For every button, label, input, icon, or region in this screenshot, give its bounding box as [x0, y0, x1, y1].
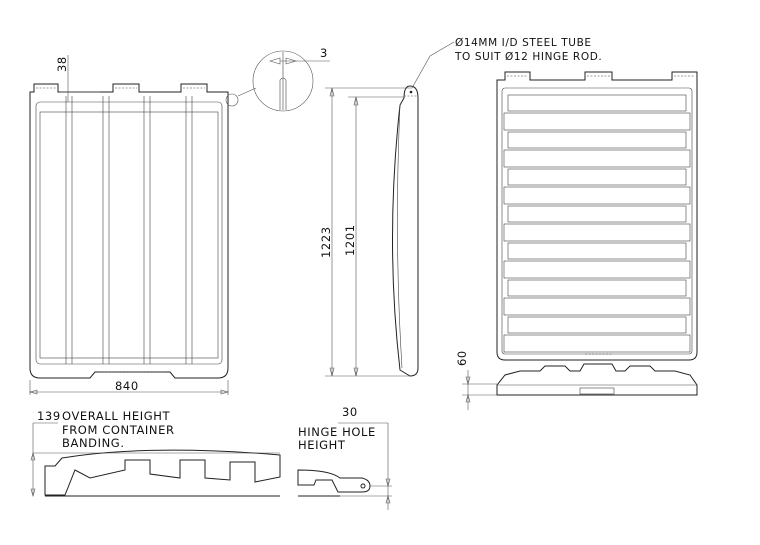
overall-note-2: FROM CONTAINER	[62, 423, 175, 437]
detail-circle	[252, 50, 314, 112]
tube-note-1: Ø14MM I/D STEEL TUBE	[455, 37, 592, 49]
dim-60: 60	[455, 350, 469, 366]
hinge-note-2: HEIGHT	[298, 438, 346, 452]
slat	[503, 260, 691, 279]
dim-139: 139	[37, 409, 61, 423]
slat	[507, 131, 687, 149]
dim-30: 30	[342, 405, 358, 419]
side-view: Ø14MM I/D STEEL TUBE TO SUIT Ø12 HINGE R…	[319, 37, 602, 377]
slat	[503, 297, 691, 316]
slat	[507, 94, 687, 112]
slat	[503, 149, 691, 168]
dim-840: 840	[115, 379, 139, 393]
slat	[503, 334, 691, 353]
slat	[507, 279, 687, 297]
tube-note-2: TO SUIT Ø12 HINGE ROD.	[454, 51, 602, 63]
slat	[507, 242, 687, 260]
slat	[503, 223, 691, 242]
section-view-overall: 139 OVERALL HEIGHT FROM CONTAINER BANDIN…	[30, 409, 281, 498]
overall-note-3: BANDING.	[62, 436, 125, 450]
slat	[507, 205, 687, 223]
slat	[507, 168, 687, 186]
section-view-hinge: 30 HINGE HOLE HEIGHT	[297, 405, 392, 510]
dim-1223: 1223	[319, 226, 333, 258]
overall-note-1: OVERALL HEIGHT	[62, 409, 171, 423]
slat	[507, 316, 687, 334]
dim-1201: 1201	[343, 224, 357, 256]
slat	[503, 186, 691, 205]
dim-3: 3	[320, 46, 328, 60]
hinge-note-1: HINGE HOLE	[298, 425, 376, 439]
dim-38: 38	[55, 56, 69, 72]
plan-view-slatted: 60	[455, 71, 698, 410]
slat	[503, 112, 691, 131]
plan-view-ribbed: 38 3 840	[28, 46, 330, 395]
